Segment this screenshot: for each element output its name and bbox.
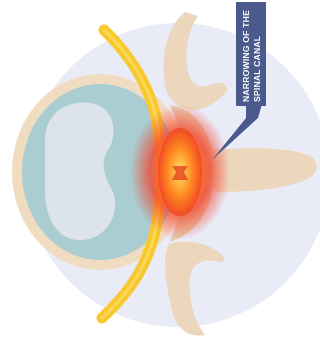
callout-line-2: SPINAL CANAL bbox=[252, 36, 262, 102]
callout-line-1: NARROWING OF THE bbox=[241, 10, 251, 102]
